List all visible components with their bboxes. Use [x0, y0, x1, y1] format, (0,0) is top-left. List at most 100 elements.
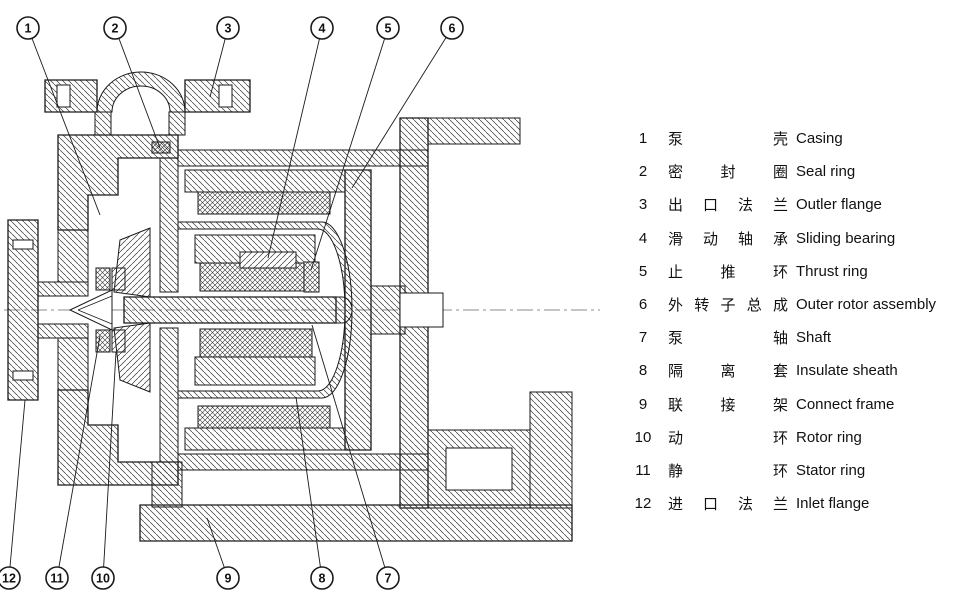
callout-1: 1 — [17, 17, 39, 39]
outlet-flange-section — [45, 72, 250, 135]
svg-text:12: 12 — [2, 572, 16, 586]
callout-9: 9 — [217, 567, 239, 589]
callout-8: 8 — [311, 567, 333, 589]
leader-line — [352, 28, 452, 188]
part-name-english: Seal ring — [796, 163, 856, 181]
rotor-ring-section — [112, 268, 125, 352]
callout-11: 11 — [46, 567, 68, 589]
part-name-chinese: 隔离套 — [668, 363, 788, 381]
callout-12: 12 — [0, 567, 20, 589]
part-name-chinese: 出口法兰 — [668, 197, 788, 215]
parts-legend: 1 泵壳 Casing 2 密封圈 Seal ring 3 出口法兰 Outle… — [632, 122, 976, 520]
leader-line — [296, 397, 322, 578]
legend-row: 1 泵壳 Casing — [632, 122, 976, 155]
svg-text:3: 3 — [225, 22, 232, 36]
part-number: 5 — [638, 262, 648, 280]
stator-ring-section — [96, 268, 110, 352]
sliding-bearing-section — [240, 252, 296, 268]
part-number: 3 — [638, 196, 648, 214]
svg-text:4: 4 — [319, 22, 326, 36]
part-number: 11 — [635, 461, 651, 479]
part-name-english: Outer rotor assembly — [796, 296, 937, 314]
part-name-chinese: 静环 — [668, 462, 788, 480]
part-number: 1 — [638, 130, 648, 148]
insulate-sheath-section — [178, 222, 352, 398]
svg-text:11: 11 — [50, 572, 63, 586]
legend-row: 11 静环 Stator ring — [632, 454, 976, 487]
legend-row: 10 动环 Rotor ring — [632, 421, 976, 454]
part-name-english: Outler flange — [796, 196, 882, 214]
svg-text:5: 5 — [385, 22, 392, 36]
part-name-english: Shaft — [796, 329, 832, 347]
legend-row: 9 联接架 Connect frame — [632, 388, 976, 421]
callout-5: 5 — [377, 17, 399, 39]
leader-line — [9, 400, 25, 578]
legend-row: 2 密封圈 Seal ring — [632, 155, 976, 188]
leader-line — [28, 28, 100, 215]
part-name-chinese: 联接架 — [668, 396, 788, 414]
part-name-chinese: 动环 — [668, 429, 788, 447]
part-name-chinese: 进口法兰 — [668, 496, 788, 514]
outer-rotor-section — [185, 170, 443, 450]
callout-4: 4 — [311, 17, 333, 39]
callout-7: 7 — [377, 567, 399, 589]
part-name-chinese: 止推环 — [668, 263, 788, 281]
part-name-english: Insulate sheath — [796, 362, 898, 380]
part-name-english: Thrust ring — [796, 262, 868, 280]
svg-text:7: 7 — [385, 572, 392, 586]
leader-line — [312, 325, 388, 578]
part-number: 8 — [638, 362, 648, 380]
base-section — [140, 462, 572, 541]
part-name-english: Sliding bearing — [796, 229, 896, 247]
legend-row: 3 出口法兰 Outler flange — [632, 188, 976, 221]
part-number: 7 — [638, 329, 648, 347]
legend-row: 5 止推环 Thrust ring — [632, 255, 976, 288]
leader-line — [103, 352, 116, 578]
part-name-english: Stator ring — [796, 461, 866, 479]
impeller-section — [70, 228, 150, 392]
part-name-english: Connect frame — [796, 395, 895, 413]
part-number: 12 — [634, 495, 652, 513]
leader-lines — [9, 28, 452, 578]
legend-row: 7 泵轴 Shaft — [632, 321, 976, 354]
shaft-section — [124, 297, 352, 323]
legend-row: 8 隔离套 Insulate sheath — [632, 354, 976, 387]
part-name-chinese: 泵轴 — [668, 330, 788, 348]
part-name-chinese: 泵壳 — [668, 131, 788, 149]
legend-row: 6 外转子总成 Outer rotor assembly — [632, 288, 976, 321]
thrust-ring-section — [304, 262, 319, 292]
svg-text:8: 8 — [319, 572, 326, 586]
legend-row: 4 滑动轴承 Sliding bearing — [632, 222, 976, 255]
inlet-flange-section — [8, 220, 88, 400]
seal-ring-section — [152, 142, 170, 153]
casing-section — [58, 135, 178, 485]
part-name-english: Inlet flange — [796, 495, 870, 513]
part-number: 6 — [638, 296, 648, 314]
leader-line — [311, 28, 388, 270]
part-name-chinese: 滑动轴承 — [668, 230, 788, 248]
part-number: 9 — [638, 395, 648, 413]
leader-line — [57, 336, 100, 578]
callout-2: 2 — [104, 17, 126, 39]
part-name-english: Rotor ring — [796, 428, 862, 446]
legend-row: 12 进口法兰 Inlet flange — [632, 487, 976, 520]
callout-3: 3 — [217, 17, 239, 39]
svg-text:9: 9 — [225, 572, 232, 586]
pump-cross-section-drawing: 1 2 3 4 5 6 7 8 9 10 11 12 — [0, 0, 620, 593]
part-name-chinese: 密封圈 — [668, 164, 788, 182]
part-number: 2 — [638, 163, 648, 181]
svg-text:2: 2 — [112, 22, 119, 36]
part-number: 4 — [638, 229, 648, 247]
part-name-chinese: 外转子总成 — [668, 297, 788, 315]
svg-text:6: 6 — [449, 22, 456, 36]
callout-10: 10 — [92, 567, 114, 589]
svg-text:1: 1 — [25, 22, 32, 36]
part-number: 10 — [634, 428, 652, 446]
svg-text:10: 10 — [96, 572, 110, 586]
part-name-english: Casing — [796, 130, 843, 148]
leader-line — [268, 28, 322, 258]
connect-frame-section — [178, 118, 572, 508]
leader-line — [210, 28, 228, 97]
callout-6: 6 — [441, 17, 463, 39]
